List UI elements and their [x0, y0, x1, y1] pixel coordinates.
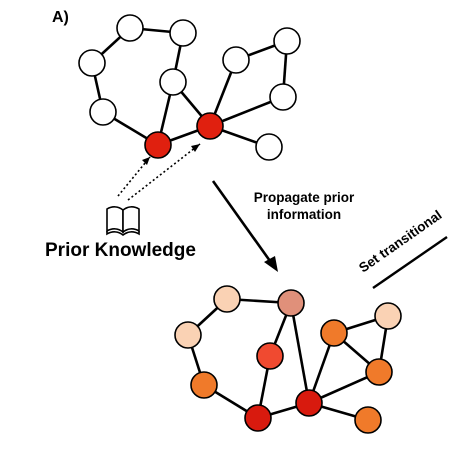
- prior-knowledge-links: [117, 143, 201, 201]
- book-icon: [106, 206, 140, 237]
- propagate-caption: Propagate prior information: [254, 190, 355, 222]
- prior-link-1: [117, 156, 151, 197]
- propagate-arrow: [211, 180, 278, 272]
- bottom-node-b4: [256, 342, 284, 370]
- bottom-node-b9: [354, 406, 382, 434]
- panel-label: A): [52, 9, 69, 26]
- transition-arrow-shaft: [372, 236, 448, 289]
- transition-caption: Set transitional: [356, 207, 444, 275]
- prior-knowledge-label: Prior Knowledge: [45, 240, 196, 261]
- top-node-t10: [222, 46, 250, 74]
- top-node-t4: [89, 98, 117, 126]
- bottom-node-b1: [213, 285, 241, 313]
- top-node-t3: [169, 19, 197, 47]
- bottom-node-b8: [320, 319, 348, 347]
- top-node-t12: [269, 83, 297, 111]
- bottom-graph-edges: [186, 297, 390, 422]
- top-node-t7: [144, 131, 172, 159]
- top-node-t2: [116, 14, 144, 42]
- top-node-t8: [196, 112, 224, 140]
- top-node-t11: [273, 27, 301, 55]
- bottom-graph-nodes: [174, 285, 402, 434]
- bottom-node-b3: [174, 321, 202, 349]
- bottom-node-b7: [295, 389, 323, 417]
- prior-link-2-arrowhead: [191, 144, 200, 152]
- bottom-node-b5: [190, 371, 218, 399]
- propagate-caption-line-2: information: [267, 207, 341, 222]
- bottom-node-b6: [244, 404, 272, 432]
- bottom-node-b10: [365, 358, 393, 386]
- top-node-t9: [255, 133, 283, 161]
- bottom-node-b2: [277, 289, 305, 317]
- top-graph-edges: [90, 26, 289, 149]
- bottom-edge-b2-b7: [289, 302, 311, 404]
- top-graph-nodes: [78, 14, 301, 161]
- prior-link-2: [127, 143, 201, 201]
- top-node-t5: [159, 68, 187, 96]
- bottom-node-b11: [374, 302, 402, 330]
- propagate-caption-line-1: Propagate prior: [254, 190, 355, 205]
- top-node-t1: [78, 49, 106, 77]
- prior-link-1-arrowhead: [142, 157, 150, 165]
